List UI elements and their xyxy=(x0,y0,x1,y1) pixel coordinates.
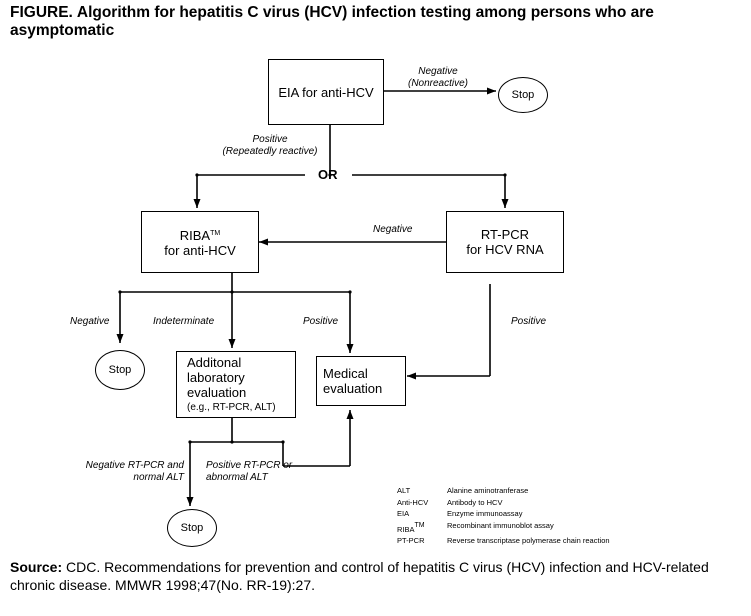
additional-evaluation-box: Additonal laboratory evaluation (e.g., R… xyxy=(176,351,296,418)
additional-line-2: laboratory xyxy=(187,369,245,385)
legend-text: Recombinant immunoblot assay xyxy=(447,520,554,530)
or-label: OR xyxy=(318,167,338,182)
legend-abbr: EIA xyxy=(397,509,410,519)
legend-abbr-riba: RIBA xyxy=(397,524,415,534)
label-positive-rtpcr-abnormal-alt: Positive RT-PCR or abnormal ALT xyxy=(206,460,292,484)
stop-oval-bottom-label: Stop xyxy=(180,522,204,534)
eia-box: EIA for anti-HCV xyxy=(268,59,384,125)
figure-label: FIGURE. xyxy=(10,4,73,21)
riba-box-sublabel: for anti-HCV xyxy=(164,243,236,258)
eia-box-label: EIA for anti-HCV xyxy=(278,84,374,100)
figure-title: FIGURE.Algorithm for hepatitis C virus (… xyxy=(10,4,745,40)
label-rtpcr-negative: Negative xyxy=(373,224,413,235)
label-negative-nonreactive-line2: (Nonreactive) xyxy=(407,78,469,89)
figure-title-text: Algorithm for hepatitis C virus (HCV) in… xyxy=(10,4,654,39)
stop-oval-left-label: Stop xyxy=(108,364,132,376)
additional-line-4: (e.g., RT-PCR, ALT) xyxy=(187,401,276,413)
stop-oval-left: Stop xyxy=(95,350,145,390)
legend-row: ALT Alanine aminotranferase xyxy=(397,485,610,497)
medical-line-2: evaluation xyxy=(323,381,383,396)
source-label: Source: xyxy=(10,559,63,575)
source-citation: Source: CDC. Recommendations for prevent… xyxy=(10,558,745,594)
legend-abbr: RIBATM xyxy=(397,520,447,536)
legend-row: EIA Enzyme immunoassay xyxy=(397,508,610,520)
riba-trademark: TM xyxy=(210,230,221,237)
medical-line-1: Medical xyxy=(323,366,368,381)
legend-abbr-trademark: TM xyxy=(414,521,425,529)
label-riba-indeterminate: Indeterminate xyxy=(153,316,215,327)
legend-row: RIBATM Recombinant immunoblot assay xyxy=(397,520,610,536)
legend-row: Anti-HCV Antibody to HCV xyxy=(397,497,610,509)
label-positive-rtpcr-line2: abnormal ALT xyxy=(206,472,268,483)
label-negative-rtpcr-normal-alt: Negative RT-PCR and normal ALT xyxy=(70,460,184,484)
label-riba-negative: Negative xyxy=(70,316,110,327)
source-text: CDC. Recommendations for prevention and … xyxy=(10,559,709,593)
label-negative-nonreactive: Negative (Nonreactive) xyxy=(398,66,478,90)
additional-line-3: evaluation xyxy=(187,384,247,400)
label-negative-nonreactive-line1: Negative xyxy=(418,66,458,77)
label-negative-rtpcr-line1: Negative RT-PCR and xyxy=(85,460,184,471)
abbreviation-legend: ALT Alanine aminotranferase Anti-HCV Ant… xyxy=(397,485,610,547)
legend-abbr: PT-PCR xyxy=(397,536,425,546)
label-negative-rtpcr-line2: normal ALT xyxy=(133,472,184,483)
label-positive-repeated: Positive (Repeatedly reactive) xyxy=(210,134,330,158)
legend-text: Antibody to HCV xyxy=(447,497,503,507)
rtpcr-box-sublabel: for HCV RNA xyxy=(466,242,544,257)
label-riba-positive: Positive xyxy=(303,316,339,327)
label-positive-repeated-line2: (Repeatedly reactive) xyxy=(222,146,318,157)
additional-line-1: Additonal xyxy=(187,354,242,370)
riba-box: RIBATM for anti-HCV xyxy=(141,211,259,273)
legend-abbr: ALT xyxy=(397,486,411,495)
stop-oval-bottom: Stop xyxy=(167,509,217,547)
label-positive-rtpcr-line1: Positive RT-PCR or xyxy=(206,460,293,471)
rtpcr-box-label: RT-PCR xyxy=(480,227,530,242)
legend-text: Enzyme immunoassay xyxy=(447,509,523,519)
label-rtpcr-positive: Positive xyxy=(511,316,547,327)
legend-abbr: Anti-HCV xyxy=(397,497,429,507)
legend-text: Alanine aminotranferase xyxy=(447,486,529,495)
rtpcr-box: RT-PCR for HCV RNA xyxy=(446,211,564,273)
stop-oval-top: Stop xyxy=(498,77,548,113)
riba-box-label: RIBA xyxy=(179,228,211,243)
medical-evaluation-box: Medical evaluation xyxy=(316,356,406,406)
stop-oval-top-label: Stop xyxy=(511,89,535,101)
label-positive-repeated-line1: Positive xyxy=(252,134,288,145)
legend-row: PT-PCR Reverse transcriptase polymerase … xyxy=(397,535,610,547)
legend-text: Reverse transcriptase polymerase chain r… xyxy=(447,536,610,546)
